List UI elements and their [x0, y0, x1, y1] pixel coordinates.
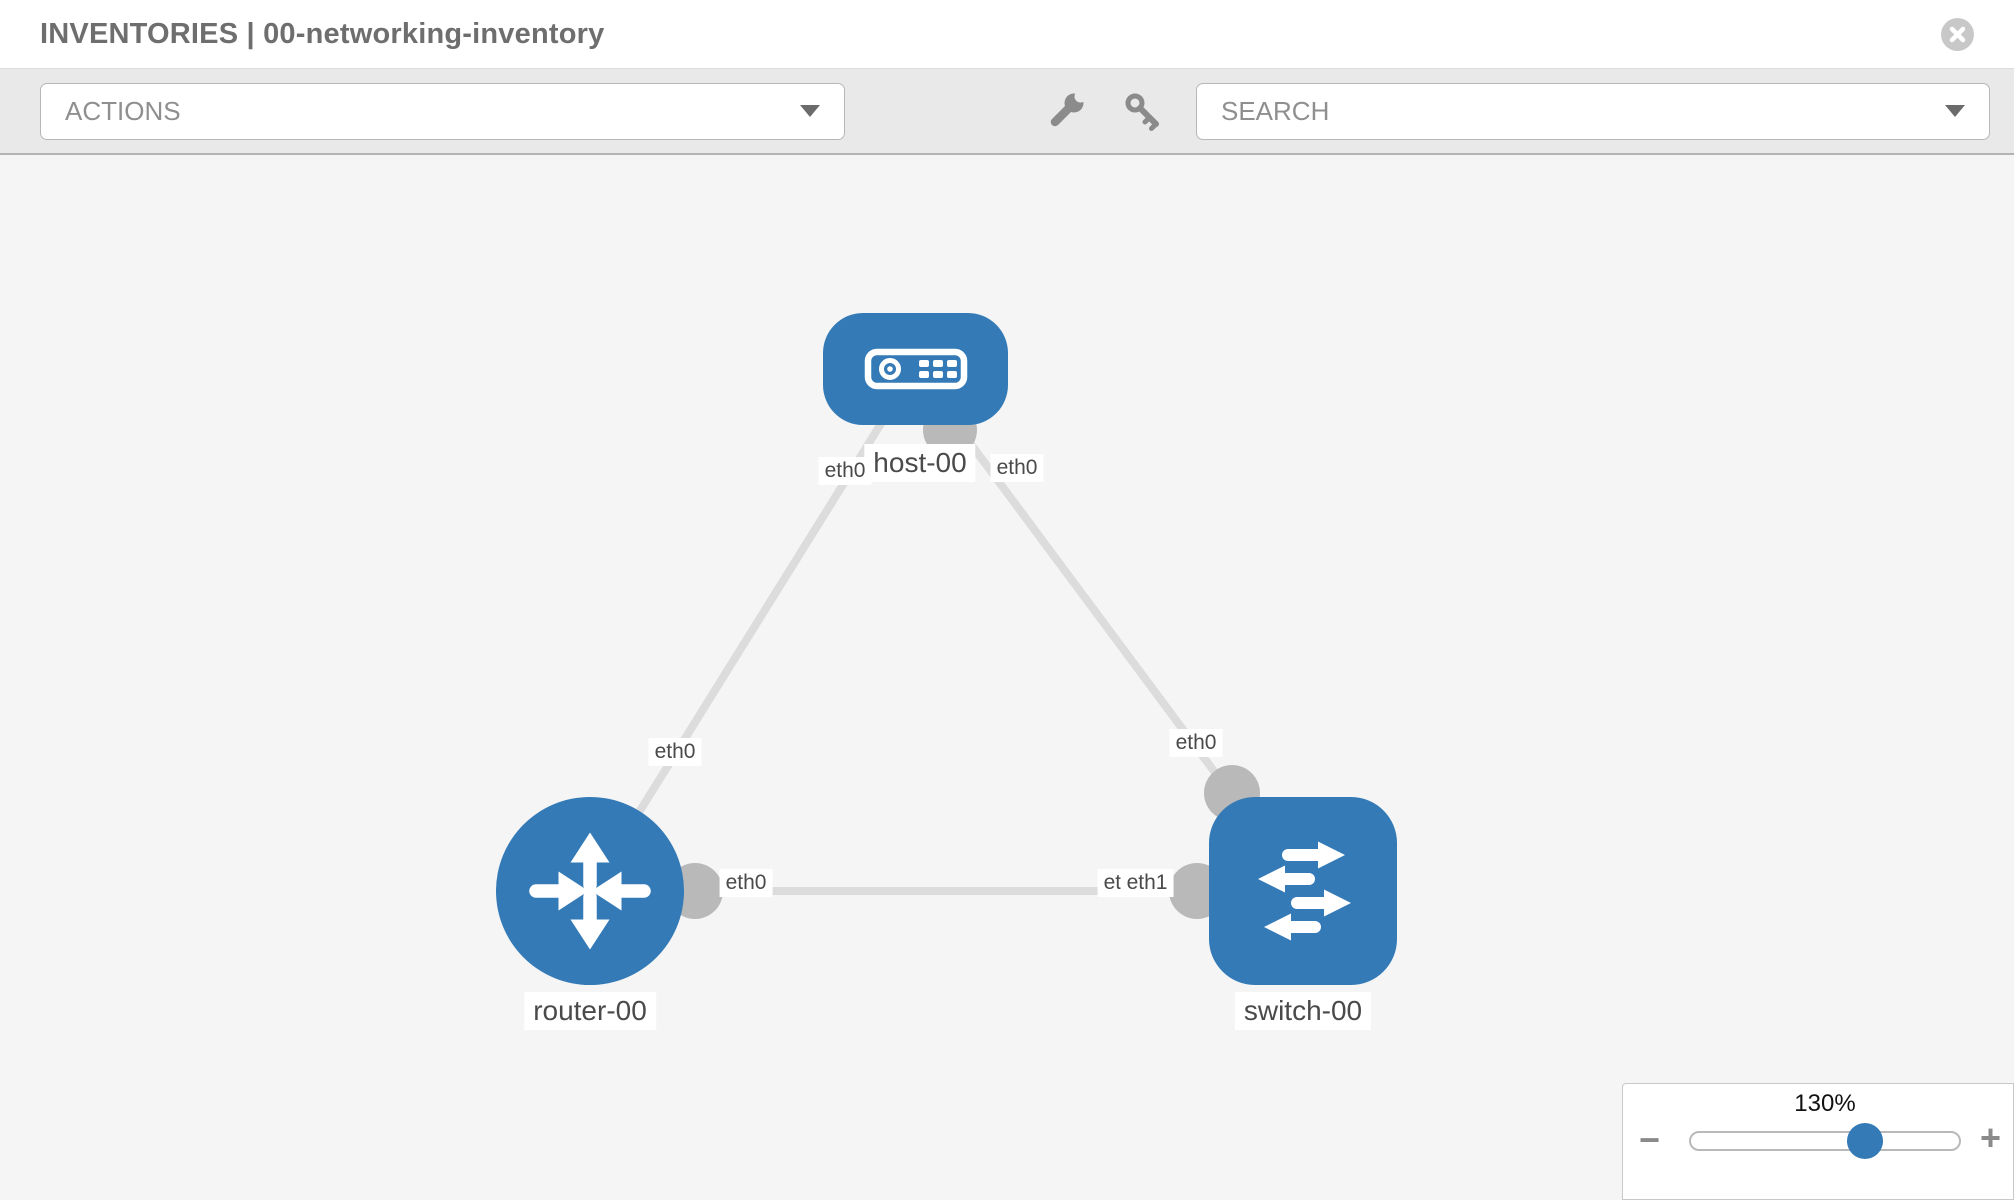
actions-dropdown[interactable]: ACTIONS — [40, 82, 845, 140]
node-host-00[interactable] — [823, 313, 1008, 425]
configure-button[interactable] — [1044, 88, 1090, 134]
node-label-host-00: host-00 — [864, 444, 976, 482]
interface-label-switch-to-host: eth0 — [1169, 729, 1223, 757]
actions-dropdown-label: ACTIONS — [65, 95, 181, 126]
zoom-panel: 130% − + — [1622, 1083, 2014, 1200]
wrench-icon — [1050, 91, 1087, 127]
node-label-router-00: router-00 — [524, 992, 656, 1030]
server-icon — [864, 348, 967, 390]
switch-arrows-icon — [1258, 841, 1351, 941]
key-icon — [1125, 93, 1159, 131]
chevron-down-icon — [800, 105, 820, 117]
node-switch-00[interactable] — [1209, 797, 1397, 985]
link-host-router[interactable] — [586, 366, 919, 894]
node-router-00[interactable] — [496, 797, 684, 985]
chevron-down-icon — [1945, 105, 1965, 117]
zoom-out-button[interactable]: − — [1639, 1119, 1661, 1160]
interface-label-switch-to-router: eth1 — [1120, 869, 1174, 897]
search-dropdown-label: SEARCH — [1221, 95, 1330, 126]
toolbar: ACTIONS SEARCH — [0, 68, 2014, 155]
interface-label-host-to-router: eth0 — [818, 457, 872, 485]
header: INVENTORIES | 00-networking-inventory — [0, 0, 2014, 68]
zoom-in-button[interactable]: + — [1979, 1117, 2001, 1158]
router-arrows-icon — [529, 832, 651, 950]
node-label-switch-00: switch-00 — [1234, 992, 1372, 1030]
interface-label-host-to-switch: eth0 — [990, 454, 1044, 482]
zoom-slider-track[interactable] — [1689, 1123, 1961, 1159]
interface-label-router-to-host: eth0 — [648, 738, 702, 766]
links-layer — [586, 366, 1307, 919]
close-button[interactable] — [1941, 17, 1974, 51]
search-dropdown[interactable]: SEARCH — [1196, 82, 1990, 140]
key-button[interactable] — [1120, 88, 1166, 134]
page-title: INVENTORIES | 00-networking-inventory — [40, 17, 605, 50]
topology-canvas[interactable]: host-00 router-00 switch-00 eth0 eth0 et… — [0, 155, 2014, 1200]
zoom-slider-handle[interactable] — [1847, 1123, 1883, 1159]
zoom-level-value: 130% — [1794, 1090, 1856, 1117]
close-icon — [1949, 26, 1966, 42]
interface-label-router-to-switch: eth0 — [719, 869, 773, 897]
